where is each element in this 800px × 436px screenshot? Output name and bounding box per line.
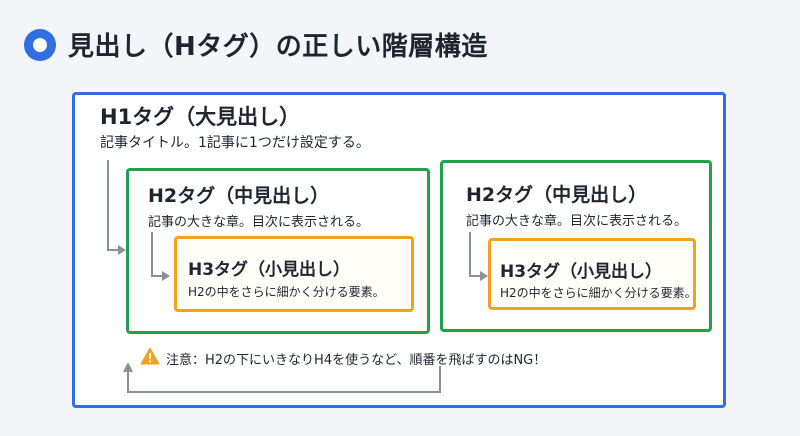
h2-right-title: H2タグ（中見出し） [466,184,648,206]
h1-title: H1タグ（大見出し） [100,105,301,129]
h2-left-title: H2タグ（中見出し） [148,185,330,207]
warning-note: 注意：H2の下にいきなりH4を使うなど、順番を飛ばすのはNG！ [166,353,547,368]
h3-left-title: H3タグ（小見出し） [188,260,351,280]
h2-left-description: 記事の大きな章。目次に表示される。 [148,215,370,230]
warning-icon [140,347,160,365]
title-bullet-icon [24,29,56,61]
h3-right-title: H3タグ（小見出し） [500,262,663,282]
h3-left-folder [174,236,414,312]
h3-right-folder [488,238,696,310]
page-title: 見出し（Hタグ）の正しい階層構造 [68,32,488,62]
h1-description: 記事タイトル。1記事に1つだけ設定する。 [100,135,370,151]
h3-right-description: H2の中をさらに細かく分ける要素。 [500,286,697,300]
h2-right-description: 記事の大きな章。目次に表示される。 [466,214,688,229]
h3-left-description: H2の中をさらに細かく分ける要素。 [188,285,385,299]
